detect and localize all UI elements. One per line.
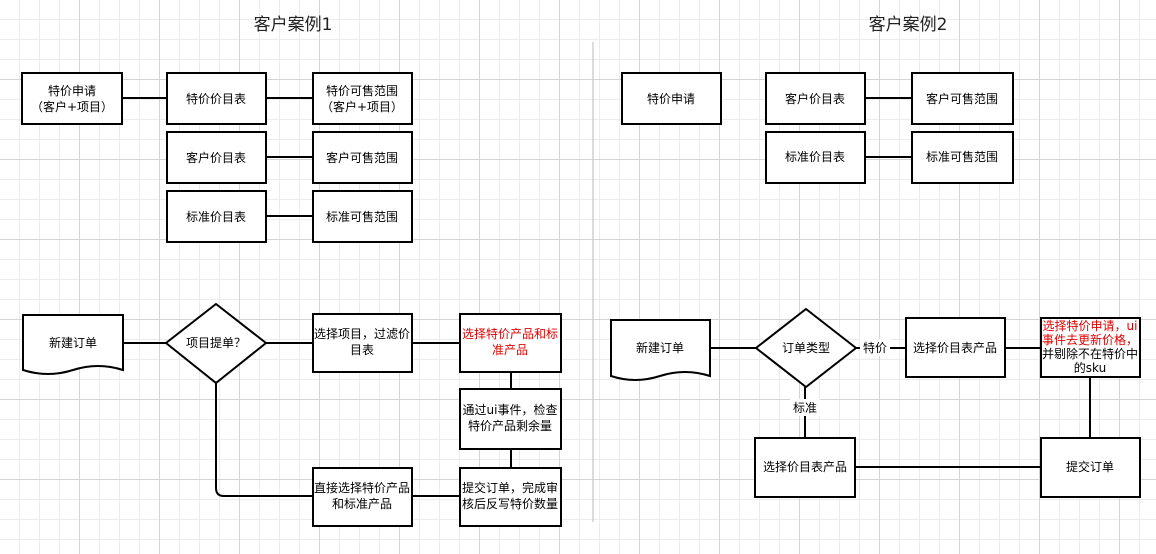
- case1-standard-sale-range-label: 标准可售范围: [326, 209, 398, 224]
- case2-label-special-bg: [860, 339, 890, 356]
- case2-standard-price-list-node: 标准价目表: [765, 131, 866, 184]
- case1-select-products-label-2: 准产品: [492, 343, 528, 357]
- case2-decision-label: 订单类型: [782, 341, 830, 355]
- case2-standard-price-list-label: 标准价目表: [785, 150, 845, 164]
- case1-standard-sale-range-box: [312, 190, 413, 243]
- case1-select-project-label-1: 选择项目，过滤价: [314, 327, 410, 341]
- case2-select-request-node: 选择特价申请，ui 事件去更新价格， 并剔除不在特价中 的sku: [1040, 317, 1141, 378]
- case1-select-products-node: 选择特价产品和标 准产品: [459, 313, 562, 373]
- case1-connectors: [122, 97, 512, 497]
- case1-direct-select-label-1: 直接选择特价产品: [314, 480, 410, 495]
- case2-customer-sale-range-label: 客户可售范围: [926, 91, 998, 106]
- case1-select-project-box: [312, 313, 413, 373]
- edge-decision-to-direct-select: [215, 383, 313, 497]
- case1-customer-sale-range-box: [312, 131, 413, 184]
- case2-select-request-label-4: 的sku: [1074, 360, 1106, 375]
- case1-submit-order-label-2: 核后反写特价数量: [462, 496, 558, 511]
- case2-standard-sale-range-box: [911, 131, 1014, 184]
- case2-request-box: [621, 72, 722, 125]
- case2-order-type-decision: 订单类型: [754, 307, 858, 389]
- case2-label-standard-bg: [790, 399, 820, 416]
- case2-standard-price-list-box: [765, 131, 866, 184]
- case2-select-list-products-bottom-label: 选择价目表产品: [763, 460, 847, 474]
- case2-customer-sale-range-box: [911, 72, 1014, 125]
- case1-special-price-list-box: [166, 72, 267, 125]
- case1-select-products-box: [459, 313, 562, 373]
- case1-select-products-label-1: 选择特价产品和标: [462, 326, 558, 341]
- case2-submit-order-box: [1040, 437, 1141, 498]
- case2-request-label: 特价申请: [647, 91, 695, 106]
- case2-select-list-products-top-node: 选择价目表产品: [905, 317, 1006, 378]
- case1-title: 客户案例1: [254, 15, 333, 35]
- case1-new-order-label: 新建订单: [49, 335, 97, 350]
- case1-direct-select-box: [312, 467, 413, 527]
- case2-select-request-label-3: 并剔除不在特价中: [1042, 346, 1138, 361]
- case2-customer-price-list-box: [765, 72, 866, 125]
- case1-ui-event-label-1: 通过ui事件，检查: [463, 402, 558, 417]
- case1-select-project-node: 选择项目，过滤价 目表: [312, 313, 413, 373]
- case2-edge-label-standard: 标准: [793, 401, 817, 415]
- case1-customer-sale-range-node: 客户可售范围: [312, 131, 413, 184]
- case1-ui-event-box: [459, 388, 562, 450]
- case1-submit-order-box: [459, 467, 562, 527]
- case1-new-order-document-shape: [22, 314, 124, 375]
- case1-special-sale-range-label-1: 特价可售范围: [326, 83, 398, 98]
- case1-special-sale-range-label-2: （客户+项目）: [321, 99, 403, 114]
- case1-ui-event-node: 通过ui事件，检查 特价产品剩余量: [459, 388, 562, 450]
- case2-request-node: 特价申请: [621, 72, 722, 125]
- case2-select-list-products-top-label: 选择价目表产品: [913, 341, 997, 355]
- case2-customer-price-list-node: 客户价目表: [765, 72, 866, 125]
- case2-select-request-label-1: 选择特价申请，ui: [1043, 318, 1138, 333]
- case2-select-list-products-top-box: [905, 317, 1006, 378]
- case2-title: 客户案例2: [869, 15, 948, 35]
- case2-customer-price-list-label: 客户价目表: [785, 91, 845, 106]
- case1-standard-price-list-node: 标准价目表: [166, 190, 267, 243]
- case2-standard-sale-range-node: 标准可售范围: [911, 131, 1014, 184]
- case2-new-order-document-shape: [610, 319, 711, 381]
- case1-select-project-label-2: 目表: [350, 343, 374, 357]
- case1-request-box: [21, 72, 123, 125]
- case2-select-request-label-2: 事件去更新价格，: [1042, 332, 1138, 347]
- case2-submit-order-label: 提交订单: [1066, 459, 1114, 474]
- case1-request-label-2: （客户+项目）: [31, 99, 113, 114]
- case1-ui-event-label-2: 特价产品剩余量: [468, 418, 552, 433]
- case1-request-label-1: 特价申请: [48, 83, 96, 98]
- case1-new-order-node: 新建订单: [22, 314, 124, 375]
- case1-special-sale-range-box: [312, 72, 413, 125]
- case1-customer-sale-range-label: 客户可售范围: [326, 150, 398, 165]
- case1-special-sale-range-node: 特价可售范围 （客户+项目）: [312, 72, 413, 125]
- case1-customer-price-list-box: [166, 131, 267, 184]
- case2-customer-sale-range-node: 客户可售范围: [911, 72, 1014, 125]
- case2-new-order-label: 新建订单: [636, 340, 684, 355]
- case1-standard-price-list-label: 标准价目表: [186, 210, 246, 224]
- case2-select-list-products-bottom-node: 选择价目表产品: [754, 437, 856, 498]
- case1-request-node: 特价申请 （客户+项目）: [21, 72, 123, 125]
- case1-customer-price-list-node: 客户价目表: [166, 131, 267, 184]
- case1-project-order-decision: 项目提单？: [164, 302, 268, 385]
- case2-standard-sale-range-label: 标准可售范围: [926, 149, 998, 164]
- case1-standard-price-list-box: [166, 190, 267, 243]
- case1-special-price-list-node: 特价价目表: [166, 72, 267, 125]
- case2-new-order-node: 新建订单: [610, 319, 711, 381]
- case1-decision-diamond: [164, 302, 268, 385]
- case1-customer-price-list-label: 客户价目表: [186, 150, 246, 165]
- case2-select-list-products-bottom-box: [754, 437, 856, 498]
- case2-submit-order-node: 提交订单: [1040, 437, 1141, 498]
- case1-submit-order-label-1: 提交订单，完成审: [462, 480, 558, 495]
- case1-direct-select-label-2: 和标准产品: [332, 497, 392, 511]
- case1-submit-order-node: 提交订单，完成审 核后反写特价数量: [459, 467, 562, 527]
- case1-direct-select-node: 直接选择特价产品 和标准产品: [312, 467, 413, 527]
- case2-decision-diamond: [754, 307, 858, 389]
- case1-special-price-list-label: 特价价目表: [186, 91, 246, 106]
- case2-edge-label-special: 特价: [863, 340, 887, 355]
- case1-decision-label: 项目提单？: [186, 335, 246, 350]
- case1-standard-sale-range-node: 标准可售范围: [312, 190, 413, 243]
- case2-select-request-box: [1040, 317, 1141, 378]
